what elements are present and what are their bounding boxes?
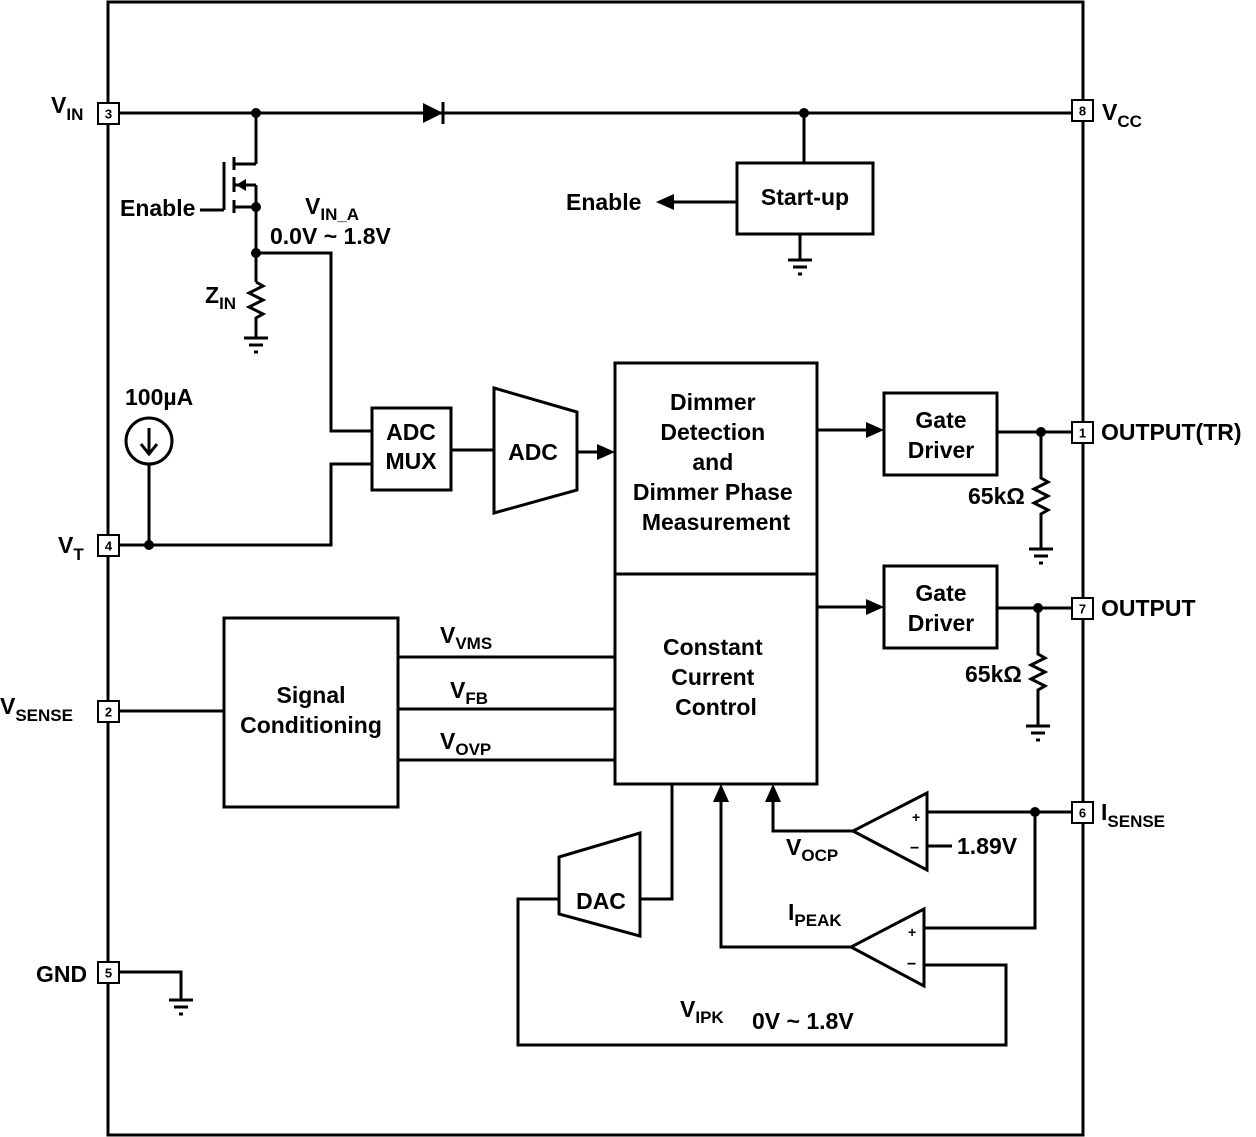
pin-vcc: 8 VCC [1071,99,1142,131]
svg-text:+: + [908,924,916,940]
diode-icon [423,103,443,123]
vin-a-range: 0.0V ~ 1.8V [270,223,391,249]
resistor-1-icon [1029,432,1053,565]
svg-text:VCC: VCC [1102,99,1142,131]
gnd-ground-icon [169,998,193,1016]
svg-text:VSENSE: VSENSE [0,693,73,725]
vipk-range: 0V ~ 1.8V [752,1008,854,1034]
ipeak-label: IPEAK [788,899,842,930]
svg-text:1: 1 [1079,426,1086,441]
zin-resistor-icon [244,280,268,354]
dac-label: DAC [576,888,626,914]
resistor-1-label: 65kΩ [968,483,1025,509]
svg-text:+: + [912,809,920,825]
svg-text:GND: GND [36,961,87,987]
mosfet-icon [200,113,261,282]
pin-isense: 6 ISENSE [1071,799,1165,831]
vipk-wire [516,897,1008,1047]
adc-label: ADC [508,439,558,465]
vt-wire [120,462,372,547]
pin-gnd: 5 GND [36,961,120,987]
chip-outline [106,0,1085,1137]
ocp-comparator-icon [849,790,929,873]
resistor-2-icon [1026,608,1050,742]
adc-block [492,386,579,515]
svg-text:VT: VT [58,532,84,564]
svg-text:ISENSE: ISENSE [1101,799,1165,831]
vovp-label: VOVP [440,728,491,759]
svg-text:VIN: VIN [51,92,83,124]
vfb-label: VFB [450,677,488,708]
zin-label: ZIN [205,282,236,313]
pin-vt: 4 VT [58,532,120,564]
signal-conditioning-block [222,616,400,809]
vin-a-label: VIN_A [305,193,359,224]
svg-text:5: 5 [105,966,112,981]
vin-rail [120,102,1072,124]
current-source-icon [124,416,174,545]
pin-output: 7 OUTPUT [1071,595,1196,621]
constant-current-block [613,572,819,786]
svg-text:OUTPUT: OUTPUT [1101,595,1196,621]
gate-driver-2-block [882,564,999,650]
dimmer-label: Dimmer Detection and Dimmer Phase Measur… [633,389,799,535]
gate-driver-1-block [882,391,999,477]
ipeak-comparator-icon [847,906,926,989]
svg-text:7: 7 [1079,602,1086,617]
enable-label-right: Enable [566,189,641,215]
pin-vsense: 2 VSENSE [0,693,120,725]
resistor-2-label: 65kΩ [965,661,1022,687]
svg-text:−: − [910,840,919,857]
enable-arrow-icon [656,194,674,210]
svg-text:8: 8 [1079,104,1086,119]
startup-label: Start-up [761,184,849,210]
vvms-label: VVMS [440,622,492,653]
svg-text:2: 2 [105,705,112,720]
ccc-label: Constant Current Control [663,634,769,720]
vipk-label: VIPK [680,996,724,1027]
ground-icon [788,234,812,276]
svg-text:3: 3 [105,107,112,122]
vocp-label: VOCP [786,834,838,865]
vin-a-wire [256,251,372,433]
dac-block [557,830,642,938]
dimmer-block [613,361,819,576]
ocp-ref-label: 1.89V [957,833,1018,859]
startup-block [735,161,875,236]
enable-label-left: Enable [120,195,195,221]
svg-text:6: 6 [1079,806,1086,821]
svg-text:−: − [907,956,916,973]
svg-text:OUTPUT(TR): OUTPUT(TR) [1101,419,1242,445]
pin-vin: 3 VIN [51,92,120,125]
svg-text:4: 4 [105,539,113,554]
pin-output-tr: 1 OUTPUT(TR) [1071,419,1242,445]
current-source-label: 100µA [125,384,193,410]
